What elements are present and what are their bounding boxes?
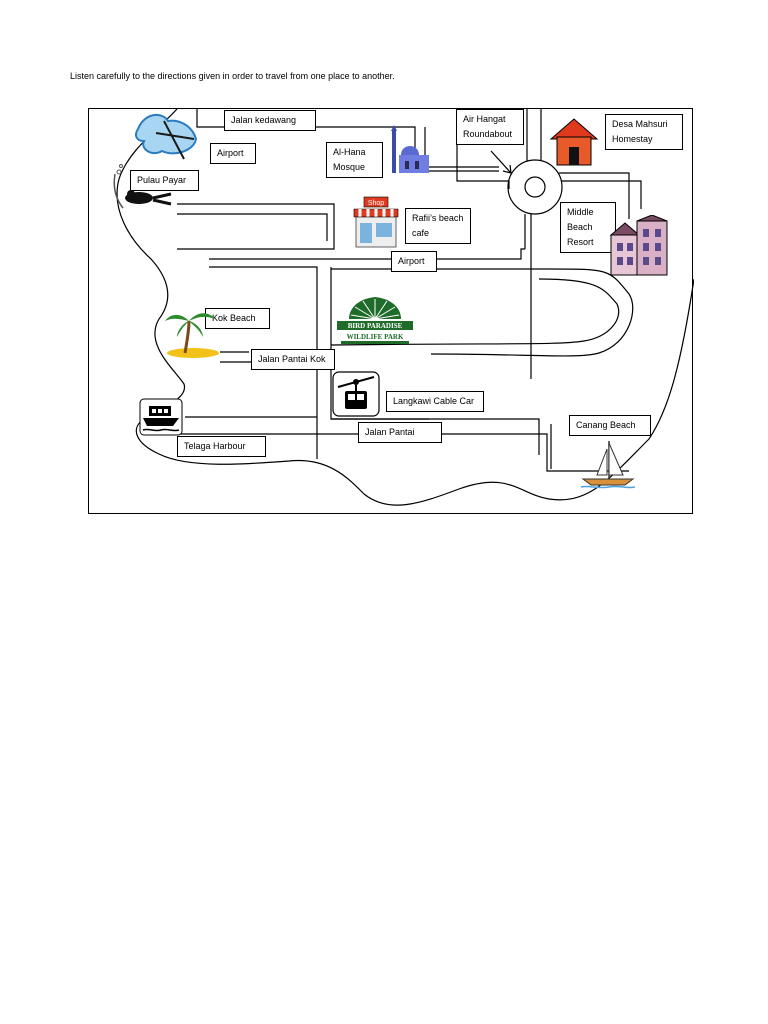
logo-line2: WILDLIFE PARK xyxy=(347,333,404,341)
coastline xyxy=(116,109,694,506)
label-al-hana-mosque: Al-Hana Mosque xyxy=(326,142,383,178)
instruction-text: Listen carefully to the directions given… xyxy=(70,71,395,81)
label-rafiis-beach-cafe: Rafii’s beach cafe xyxy=(405,208,471,244)
label-kok-beach: Kok Beach xyxy=(205,308,270,329)
building-icon xyxy=(609,215,668,276)
palm-tree-icon xyxy=(165,313,219,358)
label-middle-beach-resort: Middle Beach Resort xyxy=(560,202,616,253)
label-desa-mahsuri-homestay: Desa Mahsuri Homestay xyxy=(605,114,683,150)
label-air-hangat-roundabout: Air Hangat Roundabout xyxy=(456,109,524,145)
airplane-icon xyxy=(135,113,198,160)
arrow-icon xyxy=(490,150,512,174)
road-label-jalan-kedawang: Jalan kedawang xyxy=(224,110,316,131)
diver-icon xyxy=(113,164,172,209)
road-label-airport: Airport xyxy=(391,251,437,272)
label-langkawi-cable-car: Langkawi Cable Car xyxy=(386,391,484,412)
label-pulau-payar: Pulau Payar xyxy=(130,170,199,191)
cable-car-icon xyxy=(332,371,380,417)
road-label-jalan-pantai-kok: Jalan Pantai Kok xyxy=(251,349,335,370)
bird-park-logo: BIRD PARADISE WILDLIFE PARK xyxy=(337,297,413,344)
house-icon xyxy=(549,118,599,166)
sailboat-icon xyxy=(580,441,635,489)
boat-icon xyxy=(139,398,183,436)
mosque-icon xyxy=(391,125,429,173)
label-telaga-harbour: Telaga Harbour xyxy=(177,436,266,457)
logo-line1: BIRD PARADISE xyxy=(348,322,403,330)
label-canang-beach: Canang Beach xyxy=(569,415,651,436)
map: Jalan kedawang Airport Pulau Payar Al-Ha… xyxy=(88,108,694,514)
shop-icon: Shop xyxy=(353,196,399,248)
label-airport-top: Airport xyxy=(210,143,256,164)
shop-sign-text: Shop xyxy=(368,200,384,207)
road-label-jalan-pantai: Jalan Pantai xyxy=(358,422,442,443)
